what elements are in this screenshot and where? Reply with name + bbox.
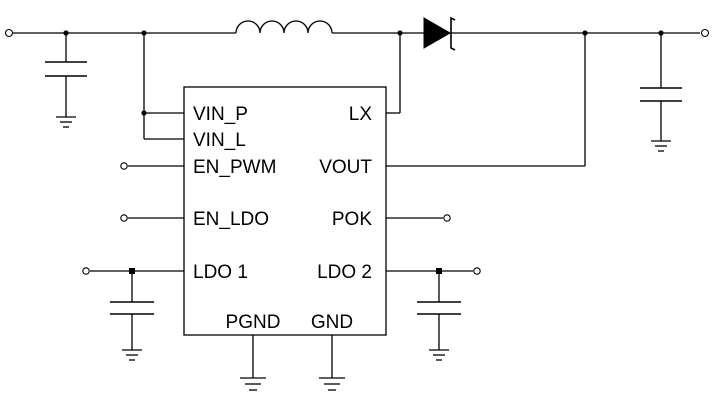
ground-icon (240, 377, 266, 391)
ldo1-terminal (82, 267, 90, 275)
pin-label-ldo2: LDO 2 (317, 262, 372, 283)
inductor-icon (235, 20, 333, 34)
gnd-wiring (319, 335, 345, 391)
pin-label-lx: LX (349, 104, 373, 125)
ground-icon (429, 349, 449, 361)
lx-wiring (386, 33, 401, 114)
en-ldo-wiring (120, 214, 184, 222)
pin-label-vout: VOUT (319, 157, 372, 178)
vout-wiring (386, 33, 586, 167)
vin-wiring (143, 33, 184, 140)
pin-label-ldo1: LDO 1 (193, 262, 248, 283)
en-pwm-terminal (120, 162, 128, 170)
ldo2-terminal (473, 267, 481, 275)
pin-label-en-ldo: EN_LDO (193, 209, 269, 230)
pok-wiring (386, 214, 451, 222)
input-capacitor (45, 33, 87, 128)
ic-body (183, 86, 387, 336)
ground-icon (319, 377, 345, 391)
pin-label-gnd: GND (311, 312, 353, 333)
pin-label-vin-l: VIN_L (193, 130, 246, 151)
ground-icon (56, 116, 76, 128)
ldo2-wiring (386, 267, 481, 361)
top-rail (13, 16, 700, 51)
pgnd-wiring (240, 335, 266, 391)
en-pwm-wiring (120, 162, 184, 170)
ldo1-wiring (82, 267, 184, 361)
pin-label-pok: POK (332, 209, 372, 230)
pin-label-en-pwm: EN_PWM (193, 157, 276, 178)
output-capacitor (640, 33, 682, 152)
pin-label-pgnd: PGND (226, 312, 281, 333)
en-ldo-terminal (120, 214, 128, 222)
input-terminal (4, 28, 14, 38)
pin-label-vin-p: VIN_P (193, 104, 248, 125)
schottky-diode-icon (423, 16, 456, 51)
pok-terminal (443, 214, 451, 222)
ground-icon (122, 349, 142, 361)
output-terminal (700, 28, 710, 38)
ground-icon (651, 140, 671, 152)
